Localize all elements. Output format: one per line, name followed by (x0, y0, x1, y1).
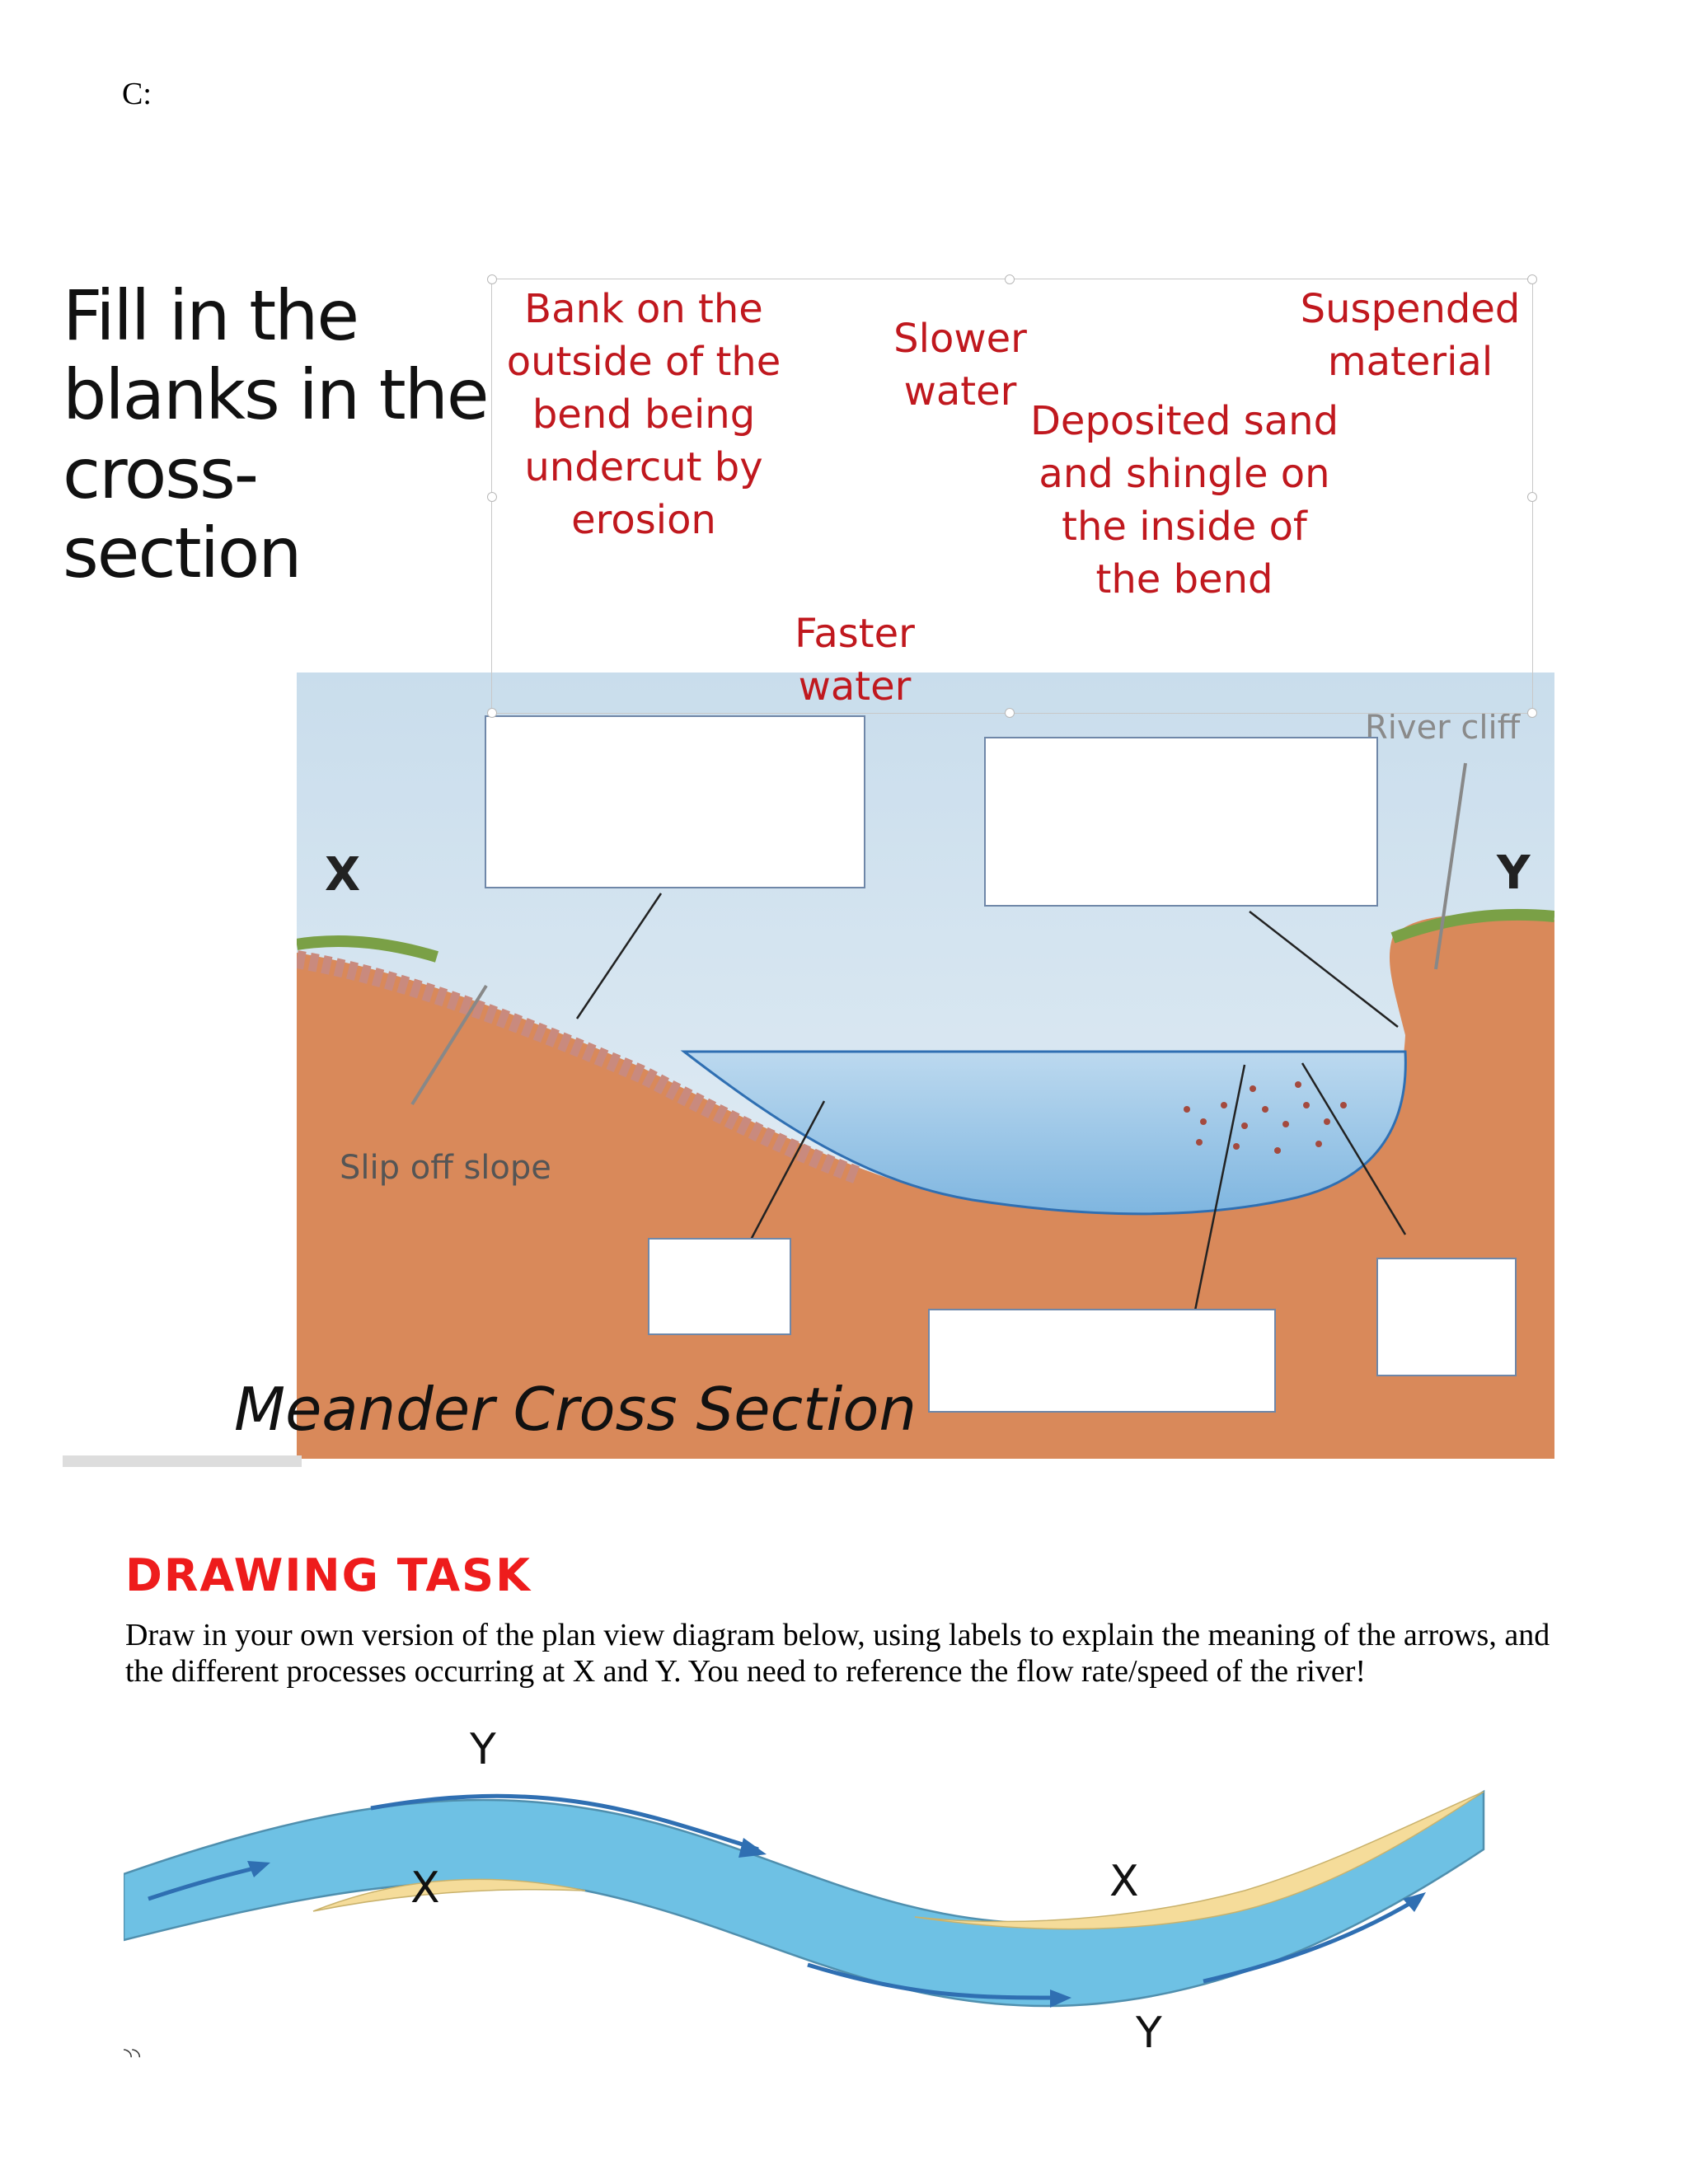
section-letter: C: (122, 77, 152, 111)
water (680, 1050, 1407, 1216)
river-cliff-pointer (1434, 762, 1467, 970)
answer-box-bed[interactable] (928, 1309, 1276, 1413)
grass-right (1390, 908, 1554, 944)
cross-section-title: Meander Cross Section (234, 1375, 917, 1444)
answer-box-water[interactable] (648, 1238, 791, 1335)
answer-box-suspended[interactable] (1376, 1258, 1517, 1376)
plan-y-top-label: Y (469, 1726, 496, 1774)
slip-off-slope-pebbles (297, 950, 860, 1184)
arrow-heads (247, 1838, 1426, 2008)
plan-x-right-label: X (1109, 1857, 1139, 1906)
grass-left (297, 935, 439, 963)
worksheet-heading: Fill in the blanks in the cross-section (63, 275, 490, 593)
answer-box-slip-slope[interactable] (485, 715, 865, 888)
answer-box-river-cliff[interactable] (984, 737, 1378, 907)
plan-y-bottom-label: Y (1135, 2008, 1162, 2055)
label-leader-lines (575, 893, 1407, 1311)
word-bank-bank-outside: Bank on the outside of the bend being un… (506, 286, 781, 543)
word-bank-deposited: Deposited sand and shingle on the inside… (1029, 398, 1339, 602)
drawing-task-heading: DRAWING TASK (125, 1549, 532, 1601)
stray-mark: ◝◝ (124, 2044, 141, 2068)
divider-bar (63, 1455, 302, 1467)
plan-x-left-label: X (410, 1863, 440, 1913)
slip-off-slope-label: Slip off slope (340, 1149, 551, 1187)
word-bank-faster-water: Faster water (795, 611, 915, 710)
suspended-material-dots (1184, 1081, 1347, 1154)
word-bank-slower-water: Slower water (893, 316, 1027, 415)
word-bank-suspended-material: Suspended material (1300, 286, 1521, 385)
slip-off-slope-pointer (410, 984, 488, 1106)
meander-plan-view-diagram: Y X X Y (124, 1726, 1485, 2055)
cross-section-y-label: Y (1496, 846, 1531, 900)
sand-bar-right (914, 1791, 1484, 1930)
sand-bar-left (312, 1878, 586, 1912)
word-bank-box: Bank on the outside of the bend being un… (487, 274, 1537, 718)
cross-section-x-label: X (325, 848, 360, 902)
drawing-task-instructions: Draw in your own version of the plan vie… (125, 1618, 1550, 1689)
river-cliff-label: River cliff (1365, 709, 1522, 747)
